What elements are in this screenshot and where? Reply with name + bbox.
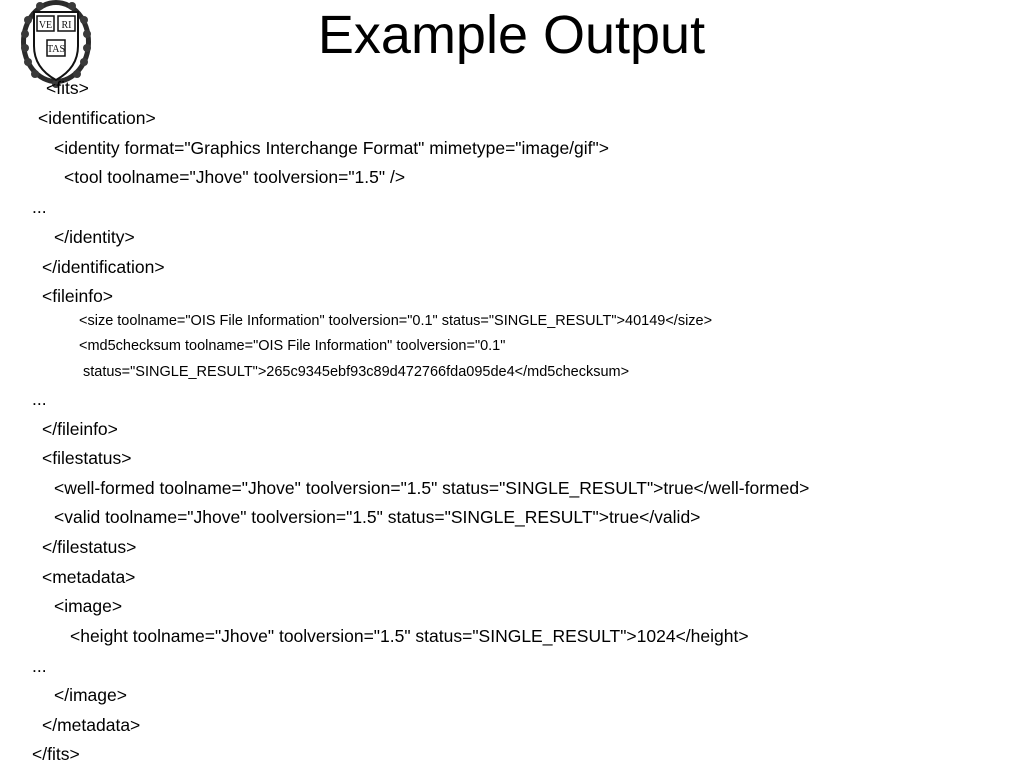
code-line: <md5checksum toolname="OIS File Informat… (79, 338, 506, 354)
code-line: </fileinfo> (42, 419, 118, 439)
code-line: </filestatus> (42, 537, 137, 557)
code-line: </image> (54, 685, 127, 705)
logo-motto-1: VE (39, 20, 52, 31)
code-line: <fits> (46, 78, 89, 98)
code-line: <metadata> (42, 567, 136, 587)
code-line: <height toolname="Jhove" toolversion="1.… (70, 626, 749, 646)
code-line: <well-formed toolname="Jhove" toolversio… (54, 478, 810, 498)
slide-title: Example Output (317, 5, 706, 65)
code-line: ... (32, 197, 47, 217)
code-line: <filestatus> (42, 448, 132, 468)
code-line: </fits> (32, 744, 80, 764)
code-line: ... (32, 389, 47, 409)
code-line: <valid toolname="Jhove" toolversion="1.5… (54, 507, 701, 527)
code-line: <size toolname="OIS File Information" to… (79, 313, 713, 329)
code-line: <image> (54, 596, 123, 616)
code-line: </identity> (54, 227, 135, 247)
logo-motto-2: RI (62, 20, 72, 31)
logo-motto-3: TAS (47, 44, 65, 55)
code-line: </metadata> (42, 715, 141, 735)
code-line: <tool toolname="Jhove" toolversion="1.5"… (64, 167, 406, 187)
code-line: <identification> (38, 108, 156, 128)
harvard-shield-logo: VE RI TAS (20, 0, 92, 90)
code-line: ... (32, 656, 47, 676)
code-line: </identification> (42, 257, 165, 277)
shield-icon: VE RI TAS (21, 0, 91, 88)
code-line: status="SINGLE_RESULT">265c9345ebf93c89d… (83, 364, 630, 380)
code-line: <identity format="Graphics Interchange F… (54, 138, 609, 158)
code-line: <fileinfo> (42, 286, 114, 306)
